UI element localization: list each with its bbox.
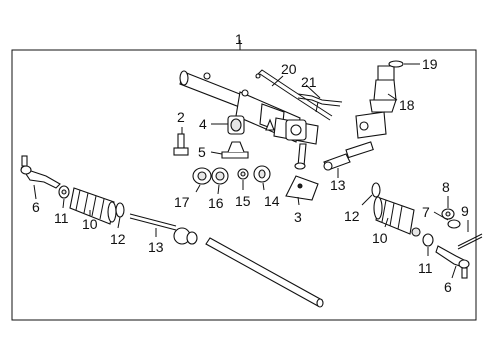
callout-7[interactable]: 7 <box>422 204 430 220</box>
callout-9[interactable]: 9 <box>461 203 469 219</box>
rack-bar[interactable] <box>205 237 324 308</box>
nut-8[interactable] <box>441 208 455 220</box>
callout-10-right[interactable]: 10 <box>372 230 388 246</box>
bushing-17[interactable] <box>192 167 212 185</box>
outer-tie-rod-end-6-right[interactable] <box>435 245 470 279</box>
callout-12-left[interactable]: 12 <box>110 231 126 247</box>
callout-5[interactable]: 5 <box>198 144 206 160</box>
callout-17[interactable]: 17 <box>174 194 190 210</box>
bolt-2[interactable] <box>173 133 189 156</box>
bushing-4[interactable] <box>227 115 245 135</box>
boot-clamp-12-right[interactable] <box>371 182 381 198</box>
jam-nut-11-right[interactable] <box>411 227 434 247</box>
callout-10-left[interactable]: 10 <box>82 216 98 232</box>
callout-6-left[interactable]: 6 <box>32 199 40 215</box>
grommet-15[interactable] <box>237 168 249 180</box>
pressure-line-21[interactable] <box>297 93 343 113</box>
callout-20[interactable]: 20 <box>281 61 297 77</box>
assembly-frame <box>11 49 477 321</box>
bushing-16[interactable] <box>211 167 229 185</box>
callout-15[interactable]: 15 <box>235 193 251 209</box>
callout-13-right[interactable]: 13 <box>330 177 346 193</box>
bushing-14[interactable] <box>253 165 271 183</box>
callout-12-right[interactable]: 12 <box>344 208 360 224</box>
inner-tie-rod-13-right[interactable] <box>323 141 374 171</box>
callout-11-right[interactable]: 11 <box>418 260 433 276</box>
callout-4[interactable]: 4 <box>199 116 207 132</box>
callout-18[interactable]: 18 <box>399 97 415 113</box>
callout-21[interactable]: 21 <box>301 74 317 90</box>
cotter-pin-9[interactable] <box>457 233 483 250</box>
outer-tie-rod-end-6-left[interactable] <box>20 155 61 189</box>
callout-16[interactable]: 16 <box>208 195 224 211</box>
clamp-5[interactable] <box>221 141 249 159</box>
callout-14[interactable]: 14 <box>264 193 280 209</box>
callout-1[interactable]: 1 <box>235 31 243 47</box>
pressure-line-20[interactable] <box>255 69 333 121</box>
rack-housing[interactable] <box>179 70 319 170</box>
callout-13-left[interactable]: 13 <box>148 239 164 255</box>
callout-8[interactable]: 8 <box>442 179 450 195</box>
callout-11-left[interactable]: 11 <box>54 210 69 226</box>
callout-3[interactable]: 3 <box>294 209 302 225</box>
pinion-valve-18[interactable] <box>355 65 397 139</box>
callout-2[interactable]: 2 <box>177 109 185 125</box>
jam-nut-11-left[interactable] <box>58 185 70 199</box>
callout-19[interactable]: 19 <box>422 56 438 72</box>
seal-19[interactable] <box>388 60 404 68</box>
boot-10-right[interactable] <box>373 196 415 235</box>
boot-clamp-12-left[interactable] <box>115 202 125 218</box>
bracket-3[interactable] <box>285 175 319 201</box>
inner-tie-rod-13-left[interactable] <box>129 213 198 245</box>
callout-6-right[interactable]: 6 <box>444 279 452 295</box>
washer-7[interactable] <box>447 219 461 229</box>
